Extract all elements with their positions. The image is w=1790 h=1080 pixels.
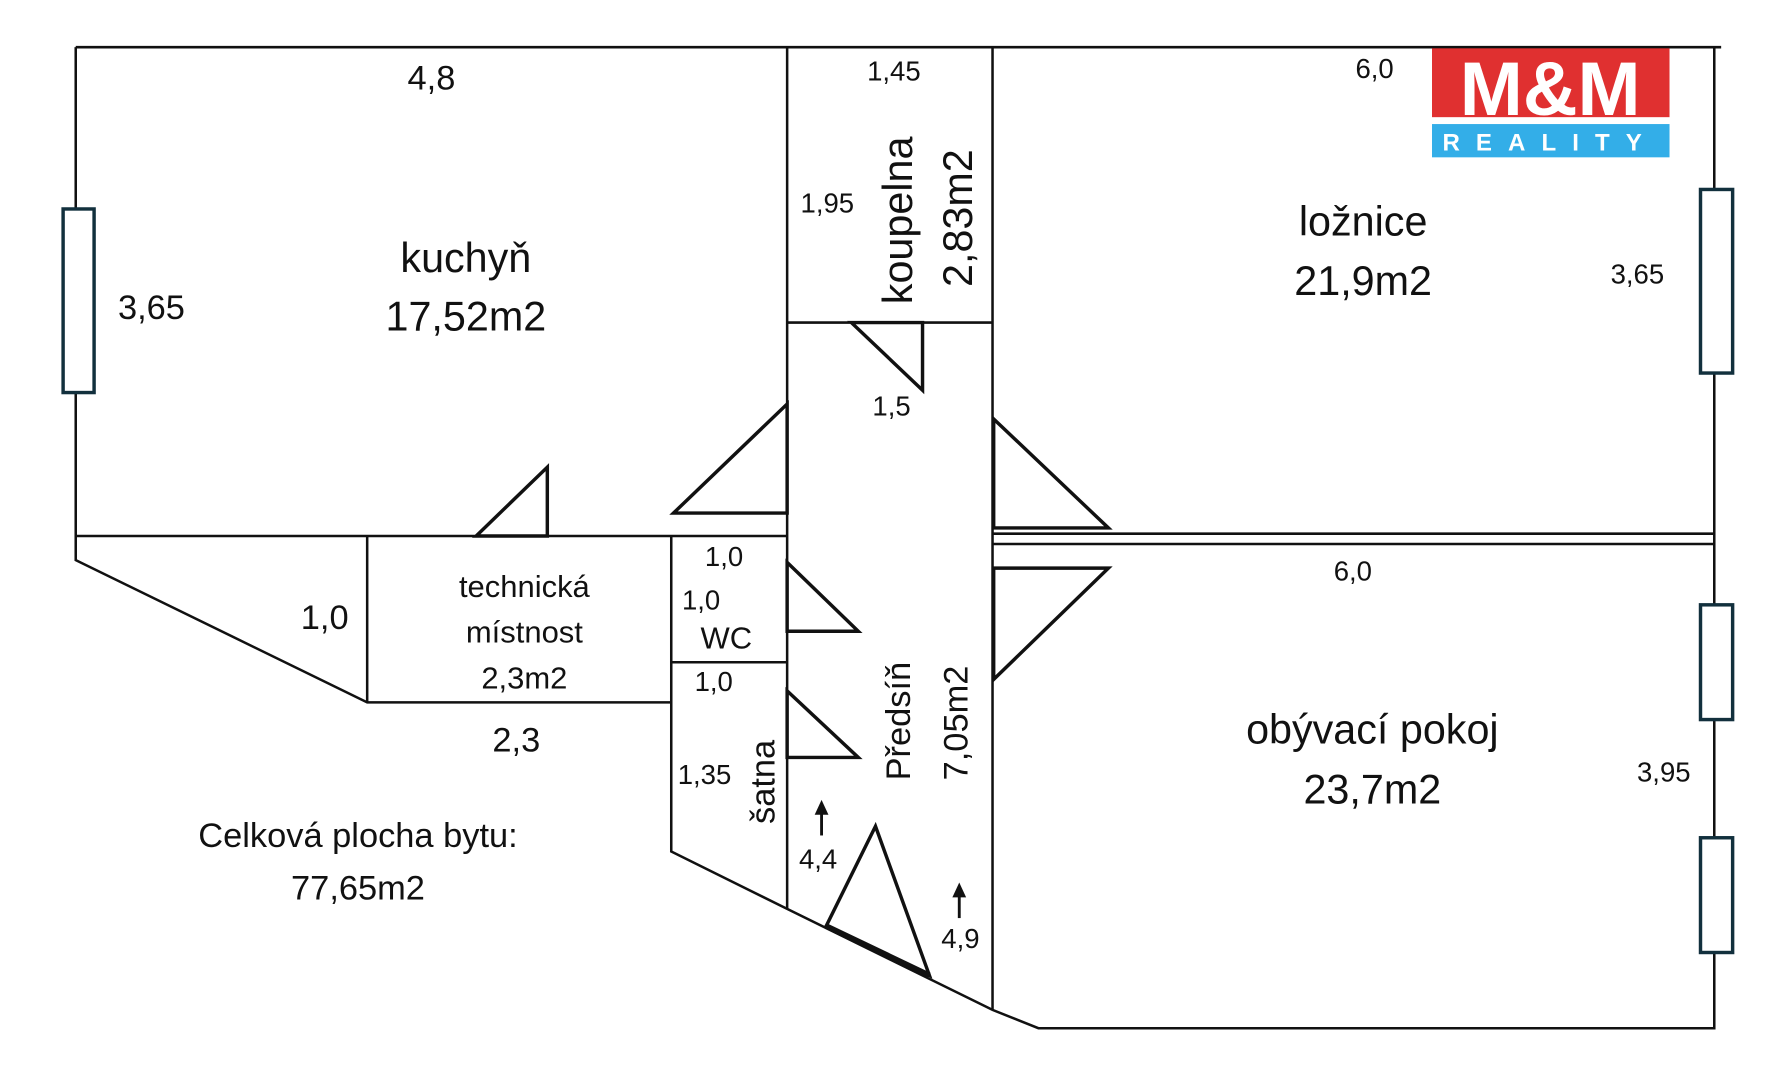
total-label: Celková plocha bytu:: [198, 817, 517, 855]
door-wc: [785, 558, 863, 633]
logo: M&M REALITY: [1432, 47, 1670, 158]
bathroom-area: 2,83m2: [935, 149, 981, 287]
window-kitchen: [61, 207, 96, 395]
window-bedroom: [1698, 187, 1735, 375]
dimension-labels: 4,8 3,65 1,45 1,95 1,5 6,0 3,65 1,0 2,3 …: [118, 53, 1691, 954]
logo-sub: REALITY: [1442, 129, 1657, 156]
technical-area: 2,3m2: [481, 661, 567, 696]
bedroom-area: 21,9m2: [1294, 258, 1432, 304]
arrows: [814, 799, 967, 919]
window-living-2: [1698, 836, 1735, 955]
hall-name: Předsíň: [880, 662, 918, 781]
dim-tech-bottom: 2,3: [492, 722, 540, 760]
dim-hall-right: 4,9: [941, 923, 979, 954]
dim-bedroom-side: 3,65: [1611, 259, 1665, 290]
living-name: obývací pokoj: [1246, 707, 1499, 753]
total-area: Celková plocha bytu: 77,65m2: [198, 817, 517, 908]
dim-hall-door: 1,5: [872, 391, 910, 422]
total-value: 77,65m2: [291, 870, 425, 908]
dim-kitchen-side: 3,65: [118, 289, 185, 327]
living-area: 23,7m2: [1303, 766, 1441, 812]
technical-name-2: místnost: [466, 615, 583, 650]
dim-wc-side: 1,0: [682, 584, 720, 615]
door-kitchen: [471, 463, 550, 538]
door-wardrobe: [785, 686, 863, 760]
dim-tech-side: 1,0: [301, 599, 349, 637]
arrow-up-icon: [952, 882, 967, 898]
doors: [471, 320, 1113, 979]
kitchen-name: kuchyň: [400, 235, 531, 281]
dim-bath-top: 1,45: [867, 55, 921, 86]
door-bathroom: [847, 320, 925, 395]
kitchen-area: 17,52m2: [385, 294, 546, 340]
wc-name: WC: [701, 620, 753, 655]
window-living-1: [1698, 603, 1735, 722]
hall-area: 7,05m2: [937, 666, 975, 781]
arrow-up-icon: [814, 799, 829, 815]
dim-living-top: 6,0: [1334, 556, 1372, 587]
room-labels: kuchyň 17,52m2 koupelna 2,83m2 ložnice 2…: [385, 137, 1498, 824]
dim-wardrobe-top: 1,0: [695, 666, 733, 697]
dim-living-side: 3,95: [1637, 757, 1691, 788]
logo-brand: M&M: [1460, 47, 1641, 132]
dim-kitchen-top: 4,8: [408, 60, 456, 98]
dim-hall-left: 4,4: [799, 844, 837, 875]
bathroom-name: koupelna: [875, 137, 921, 305]
dim-bath-side: 1,95: [801, 187, 855, 218]
dim-wardrobe-side: 1,35: [678, 759, 732, 790]
windows: [61, 187, 1735, 955]
door-kitchen-hall: [669, 399, 789, 515]
door-bedroom: [991, 414, 1113, 530]
dim-wc-top: 1,0: [705, 541, 743, 572]
technical-name-1: technická: [459, 569, 591, 604]
bedroom-name: ložnice: [1299, 198, 1428, 244]
dim-bedroom-top: 6,0: [1355, 53, 1393, 84]
wardrobe-name: šatna: [745, 739, 783, 824]
door-living: [991, 566, 1113, 684]
